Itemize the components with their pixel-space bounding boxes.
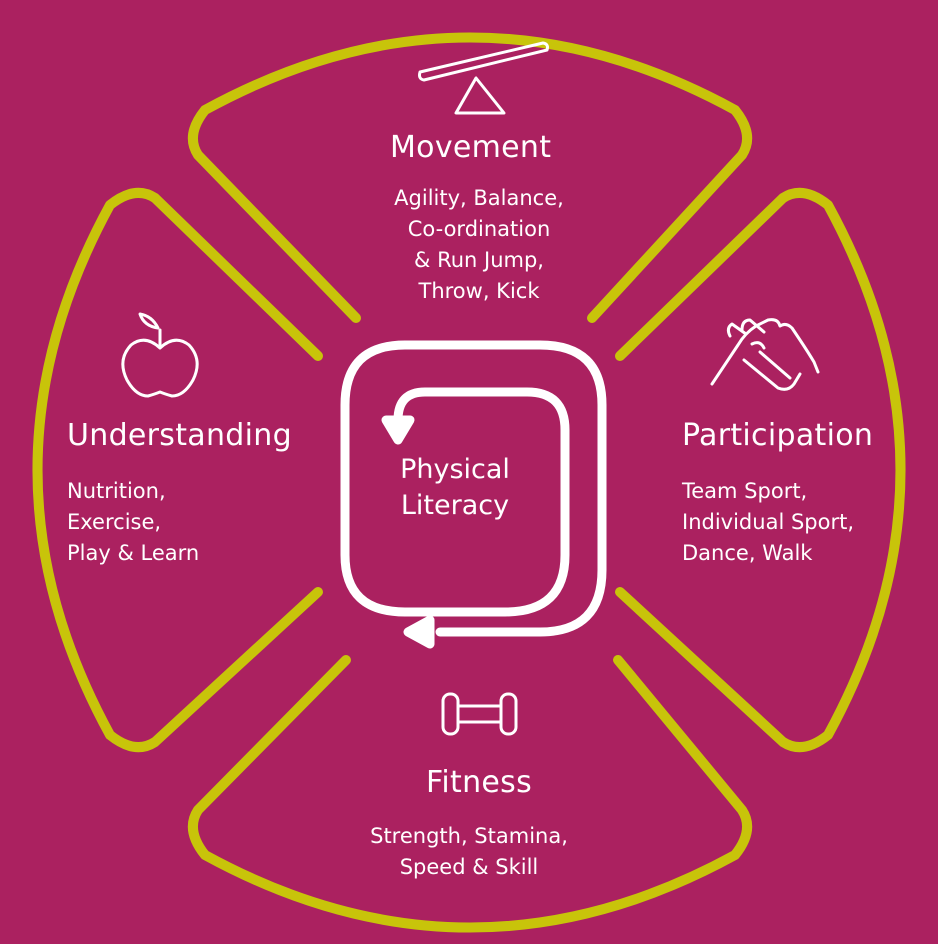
participation-line-2: Individual Sport, — [682, 510, 854, 534]
participation-description: Team Sport, Individual Sport, Dance, Wal… — [682, 476, 854, 569]
understanding-segment-outline — [32, 187, 323, 753]
fitness-line-1: Strength, Stamina, — [370, 824, 568, 848]
center-loop-arrowhead-inner — [381, 415, 415, 445]
fitness-title: Fitness — [426, 765, 533, 800]
movement-line-3: & Run Jump, — [414, 248, 544, 272]
center-label-line-1: Physical — [400, 454, 510, 485]
understanding-title: Understanding — [67, 418, 292, 453]
understanding-line-3: Play & Learn — [67, 541, 200, 565]
understanding-line-1: Nutrition, — [67, 479, 166, 503]
participation-title: Participation — [682, 418, 874, 453]
understanding-description: Nutrition, Exercise, Play & Learn — [67, 476, 199, 569]
movement-description: Agility, Balance, Co-ordination & Run Ju… — [10, 183, 938, 307]
fitness-segment-outline — [187, 655, 753, 933]
participation-line-3: Dance, Walk — [682, 541, 813, 565]
fitness-line-2: Speed & Skill — [399, 855, 539, 879]
center-label: Physical Literacy — [355, 452, 555, 524]
participation-segment-outline — [615, 187, 906, 753]
movement-segment-outline — [187, 32, 753, 323]
seesaw-icon — [418, 41, 549, 115]
clasped-hands-icon — [710, 318, 820, 391]
dumbbell-icon — [441, 692, 518, 736]
movement-line-2: Co-ordination — [407, 217, 551, 241]
movement-title: Movement — [390, 130, 552, 165]
fitness-description: Strength, Stamina, Speed & Skill — [0, 821, 938, 883]
center-loop — [340, 340, 607, 649]
center-label-line-2: Literacy — [400, 490, 510, 521]
apple-icon — [121, 312, 199, 398]
participation-line-1: Team Sport, — [682, 479, 808, 503]
center-loop-outer — [340, 340, 607, 637]
movement-line-1: Agility, Balance, — [394, 186, 564, 210]
understanding-line-2: Exercise, — [67, 510, 162, 534]
movement-line-4: Throw, Kick — [418, 279, 540, 303]
center-loop-arrowhead-outer — [403, 615, 435, 649]
